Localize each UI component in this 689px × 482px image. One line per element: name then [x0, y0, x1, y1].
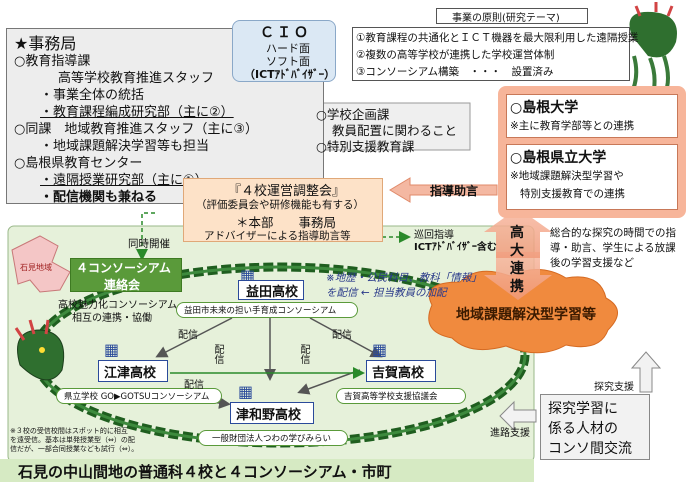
- council-sub: （評価委員会や研修機能も有する）: [196, 199, 364, 211]
- shimane-pref-univ-note2: 特別支援教育での連携: [520, 188, 625, 200]
- patrol-label: 巡回指導: [414, 230, 454, 241]
- tsuwano-consortium: 一般財団法人つわの学びみらい: [212, 434, 332, 444]
- haishin-label-right: 配信: [298, 344, 309, 364]
- arrow-masuda-yoshika: [309, 317, 383, 358]
- school-building-icon-gotsu: ▦: [104, 340, 120, 359]
- gotsu-consortium-box: [56, 388, 222, 404]
- haishin-label-rt: 配信: [332, 330, 352, 341]
- yoshika-school-box: [366, 360, 436, 382]
- four-consortium-label: ４コンソーシアム: [76, 261, 171, 275]
- school-building-icon-yoshika: ▦: [372, 340, 388, 359]
- council-box: [183, 178, 383, 242]
- shimane-univ-name: ○島根大学: [510, 100, 579, 116]
- bureau-line-6: ○島根県教育センター: [14, 156, 143, 171]
- tsuwano-school-box: [230, 402, 314, 424]
- masuda-consortium: 益田市未来の担い手育成コンソーシアム: [184, 306, 337, 316]
- hs-consortium-label-2: 相互の連携・協働: [72, 313, 152, 324]
- principle-1: ②複数の高等学校が連携した学校運営体制: [356, 49, 555, 61]
- hs-univ-char-1: 大: [510, 243, 524, 259]
- bureau-line-0: ○教育指導課: [14, 54, 91, 69]
- council-advisor: アドバイザーによる指導助言等: [204, 230, 351, 242]
- planning-line-1: 教員配置に関わること: [332, 123, 458, 138]
- footnote-1: ※３校の受信校間はスポット的に相互: [10, 427, 128, 435]
- tsuwano-consortium-box: [198, 430, 348, 446]
- hr-exchange-1: 探究学習に: [548, 401, 618, 417]
- hs-consortium-label-1: 高校魅力化コンソーシアム: [58, 300, 178, 311]
- bureau-line-1: 高等学校教育推進スタッフ: [58, 71, 215, 86]
- hr-exchange-3: コンソ間交流: [548, 441, 632, 457]
- hs-univ-char-3: 携: [510, 279, 524, 295]
- inquiry-support-label: 探究支援: [594, 382, 634, 393]
- principles-box: [352, 27, 630, 81]
- council-main: ＊本部 事務局: [236, 215, 337, 230]
- simultaneous-label: 同時開催: [128, 238, 170, 250]
- principle-2: ③コンソーシアム構築 ・・・ 設置済み: [356, 66, 554, 78]
- shimane-pref-univ-box: [506, 144, 678, 210]
- shimane-univ-note: ※主に教育学部等との連携: [510, 120, 635, 132]
- hs-univ-char-2: 連: [510, 261, 524, 277]
- map-shape: [11, 235, 71, 293]
- hr-exchange-box: [540, 394, 650, 460]
- principles-header-box: [436, 8, 588, 24]
- map-label: 石見地域: [20, 263, 52, 272]
- bureau-line-3: ・教育課程編成研究部（主に②）: [40, 105, 234, 120]
- yoshika-consortium: 吉賀高等学校支援協議会: [344, 392, 438, 402]
- distribution-note-1: ※地歴・公民科目、教科「情報」: [326, 272, 482, 284]
- gotsu-school-name: 江津高校: [104, 366, 157, 381]
- shimane-pref-univ-name: ○島根県立大学: [510, 150, 607, 166]
- masuda-school-name: 益田高校: [246, 285, 299, 300]
- patrol-ict-label: ICTｱﾄﾞﾊﾞｲｻﾞｰ含む: [414, 242, 497, 253]
- cio-line-1: ソフト面: [266, 55, 310, 68]
- cio-box: [232, 20, 336, 82]
- inquiry-note: 総合的な探究の時間での指導・助言、学生による放課後の学習支援など: [550, 227, 676, 269]
- gotsu-consortium: 県立学校 GO▶GOTSUコンソーシアム: [64, 392, 210, 402]
- regional-bubble: [428, 269, 618, 354]
- bureau-line-5: ・地域課題解決学習等も担当: [40, 139, 210, 154]
- bureau-line-2: ・事業全体の統括: [40, 88, 145, 103]
- principle-0: ①教育課程の共通化とＩＣＴ機器を最大限利用した遠隔授業: [356, 32, 639, 44]
- haishin-label-mid: 配信: [212, 344, 223, 364]
- cio-line-0: ハード面: [266, 42, 310, 55]
- cio-title: ＣＩＯ: [260, 25, 311, 41]
- footer-title: 石見の中山間地の普通科４校と４コンソーシアム・市町: [18, 463, 392, 481]
- shimane-univ-box: [506, 94, 678, 138]
- cio-line-2: （ICTｱﾄﾞﾊﾞｲｻﾞｰ）: [244, 68, 336, 81]
- masuda-consortium-box: [176, 302, 358, 318]
- principles-header: 事業の原則(研究テーマ): [452, 13, 560, 24]
- dragon-top: [628, 2, 677, 99]
- school-building-icon-tsuwano: ▦: [238, 382, 254, 401]
- masuda-school-box: [238, 280, 304, 300]
- distribution-note-2: を配信 ← 担当教員の加配: [326, 287, 447, 299]
- hr-exchange-2: 係る人材の: [548, 421, 618, 437]
- footnote-3: 信だが、一部合同授業なども試行（⇔）。: [10, 445, 139, 453]
- haishin-label-left: 配信: [178, 330, 198, 341]
- yoshika-school-name: 吉賀高校: [372, 366, 425, 381]
- regional-learning-label: 地域課題解決型学習等: [456, 307, 596, 323]
- bureau-line-4: ○同課 地域教育推進スタッフ（主に③）: [14, 122, 258, 137]
- footnote-2: を遠受信。基本は単発授業型（⇔）の配: [10, 436, 135, 444]
- bureau-title: ★事務局: [14, 34, 77, 53]
- bureau-line-7: ・遠隔授業研究部（主に①）: [40, 173, 208, 188]
- haishin-label-bottom: 配信: [184, 380, 204, 391]
- hs-univ-char-0: 高: [510, 225, 524, 241]
- gotsu-school-box: [98, 360, 168, 382]
- liaison-box: [70, 258, 182, 292]
- guidance-label: 指導助言: [430, 184, 479, 198]
- arrow-masuda-gotsu: [155, 317, 233, 358]
- planning-line-0: ○学校企画課: [316, 107, 390, 122]
- career-support-label: 進路支援: [490, 428, 530, 439]
- dragon-head: [14, 319, 65, 381]
- liaison-label: 連絡会: [104, 278, 141, 292]
- planning-line-2: ○特別支援教育課: [316, 139, 415, 154]
- bureau-line-8: ・配信機関も兼ねる: [40, 190, 158, 205]
- tsuwano-school-name: 津和野高校: [236, 408, 302, 423]
- footer-bar: [0, 459, 534, 482]
- yoshika-consortium-box: [336, 388, 466, 404]
- council-title: 『４校運営調整会』: [228, 184, 346, 199]
- shimane-pref-univ-note1: ※地域課題解決型学習や: [510, 170, 624, 182]
